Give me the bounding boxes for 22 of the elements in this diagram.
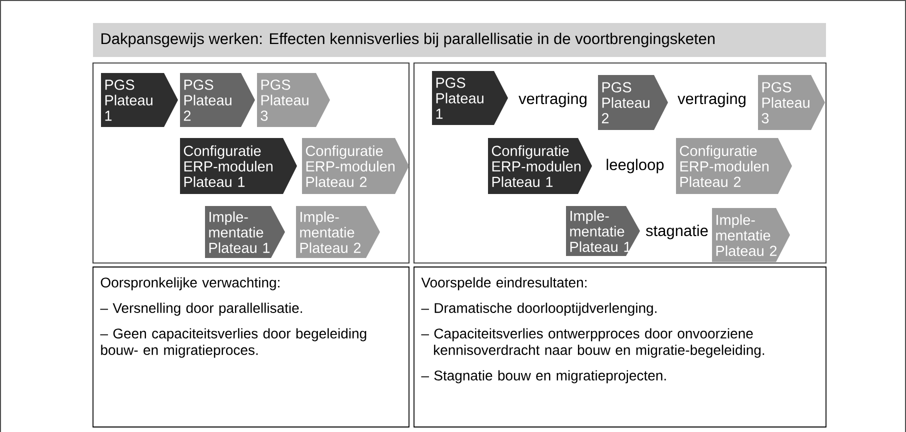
phase-block: PGS Plateau 1 [101, 73, 178, 127]
phase-block: Imple- mentatie Plateau 2 [712, 208, 790, 262]
text-box: Voorspelde eindresultaten: – Dramatische doorlooptijdverlenging. – Capaciteitsverlies ontwerpproces door onvoorziene kennisoverdracht naar bouw en migratie-begeleiding. – Stagnatie bouw en migratieprojecten. [414, 266, 826, 428]
phase-block: Configuratie ERP-modulen Plateau 1 [488, 138, 592, 194]
annotation-text: vertraging [678, 92, 746, 108]
panel [92, 62, 410, 264]
phase-block: Configuratie ERP-modulen Plateau 1 [180, 138, 297, 194]
annotation-text: vertraging [518, 92, 586, 108]
title-band: Dakpansgewijs werken: Effecten kennisverlies bij parallellisatie in de voortbrengingsketen [93, 23, 826, 57]
annotation-text: stagnatie [646, 224, 708, 240]
phase-block: Imple- mentatie Plateau 2 [296, 206, 380, 258]
text-box: Oorspronkelijke verwachting: – Versnelling door parallellisatie. – Geen capaciteitsverlies door begeleiding bouw- en migratieproces. [92, 266, 410, 428]
phase-block: Imple- mentatie Plateau 1 [205, 206, 285, 258]
phase-block: Configuratie ERP-modulen Plateau 2 [302, 138, 409, 194]
annotation-text: leegloop [606, 158, 664, 174]
phase-block: PGS Plateau 2 [598, 75, 668, 130]
phase-block: Configuratie ERP-modulen Plateau 2 [676, 138, 792, 194]
panel [413, 62, 827, 264]
phase-block: PGS Plateau 3 [257, 73, 330, 127]
phase-block: PGS Plateau 2 [180, 73, 255, 127]
phase-block: PGS Plateau 1 [432, 71, 508, 125]
phase-block: PGS Plateau 3 [758, 75, 825, 130]
